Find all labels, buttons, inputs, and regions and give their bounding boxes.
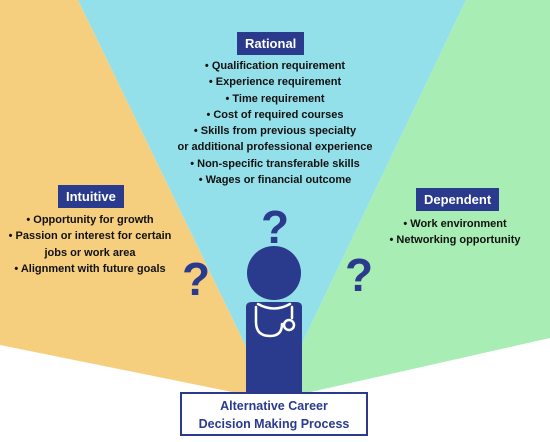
list-item: • Experience requirement [208, 76, 342, 89]
question-mark-top: ? [261, 201, 290, 253]
list-item: • Networking opportunity [389, 234, 521, 247]
intuitive-list: • Opportunity for growth • Passion or in… [2, 212, 178, 277]
list-item: • Work environment [403, 218, 507, 230]
list-item: or additional professional experience [177, 141, 373, 154]
doctor-figure-icon [246, 246, 302, 392]
list-item: jobs or work area [44, 246, 136, 259]
list-item: • Time requirement [225, 92, 325, 105]
dependent-label: Dependent [416, 188, 500, 211]
list-item: • Wages or financial outcome [198, 174, 352, 187]
list-item: • Cost of required courses [206, 108, 344, 121]
rational-list: • Qualification requirement • Experience… [155, 58, 395, 188]
list-item: • Non-specific transferable skills [190, 157, 360, 170]
stethoscope-icon [254, 302, 296, 338]
dependent-list: • Work environment • Networking opportun… [380, 216, 530, 249]
left-wedge-intuitive [0, 0, 272, 400]
list-item: • Qualification requirement [204, 60, 346, 72]
question-mark-right: ? [345, 249, 374, 301]
title-line-1: Alternative Career [220, 399, 328, 413]
list-item: • Passion or interest for certain [8, 230, 172, 243]
list-item: • Alignment with future goals [14, 262, 166, 275]
center-wedge-rational [78, 0, 466, 400]
title-line-2: Decision Making Process [198, 417, 350, 431]
right-wedge-dependent [275, 0, 550, 400]
intuitive-label: Intuitive [58, 185, 124, 208]
title-box: Alternative Career Decision Making Proce… [180, 392, 368, 436]
rational-label: Rational [237, 32, 305, 55]
list-item: • Opportunity for growth [26, 214, 154, 226]
list-item: • Skills from previous specialty [193, 125, 357, 138]
question-mark-left: ? [182, 253, 211, 305]
